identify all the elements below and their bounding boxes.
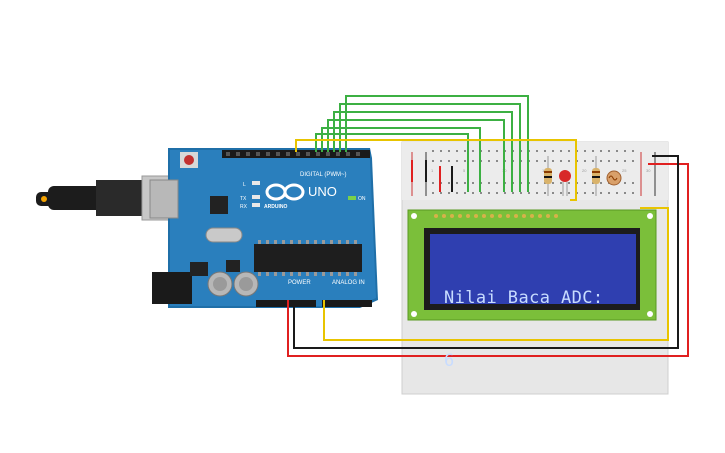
- lcd-line-2: 6: [444, 351, 455, 371]
- bb-row-20: 20: [582, 168, 587, 173]
- wire-yellow-analog: [323, 207, 669, 341]
- bb-row-30: 30: [646, 168, 651, 173]
- lcd-display-text: Nilai Baca ADC: 6: [444, 246, 634, 371]
- on-led: [348, 196, 356, 200]
- led-label-l: L: [243, 182, 246, 188]
- digital-header-label: DIGITAL (PWM~): [300, 172, 347, 178]
- wire-green-3: [333, 111, 513, 192]
- bb-row-1: 1: [431, 168, 434, 173]
- analog-header: [322, 300, 372, 307]
- led-label-tx: TX: [240, 196, 247, 202]
- atmega-chip: [254, 244, 362, 272]
- wire-yellow-top: [295, 139, 577, 201]
- analog-label: ANALOG IN: [332, 280, 365, 286]
- wire-green-4: [327, 119, 505, 192]
- wire-red-5v: [287, 163, 689, 357]
- wire-green-6: [315, 133, 469, 192]
- wire-green-1: [345, 95, 529, 192]
- lcd-screen: [430, 234, 636, 304]
- usb-port: [149, 179, 179, 219]
- resistor-2[interactable]: [592, 156, 600, 196]
- arduino-uno-board[interactable]: DIGITAL (PWM~) POWER ANALOG IN UNO ARDUI…: [149, 148, 378, 308]
- wires: [287, 95, 689, 357]
- lcd-line-1: Nilai Baca ADC:: [444, 288, 604, 308]
- on-label: ON: [358, 196, 366, 202]
- led-label-rx: RX: [240, 204, 248, 210]
- power-label: POWER: [288, 280, 311, 286]
- power-header: [256, 300, 316, 307]
- brand-label: ARDUINO: [264, 204, 287, 210]
- photoresistor-ldr[interactable]: [606, 170, 622, 186]
- resistor-1[interactable]: [544, 156, 552, 196]
- bb-row-25: 25: [622, 168, 627, 173]
- power-jack: [152, 272, 192, 304]
- bb-row-5: 5: [463, 168, 466, 173]
- led-red[interactable]: [559, 170, 571, 196]
- wire-black-gnd: [293, 155, 679, 349]
- model-label: UNO: [308, 184, 337, 199]
- arduino-logo: [265, 183, 305, 201]
- lcd-16x2-module[interactable]: [407, 209, 657, 321]
